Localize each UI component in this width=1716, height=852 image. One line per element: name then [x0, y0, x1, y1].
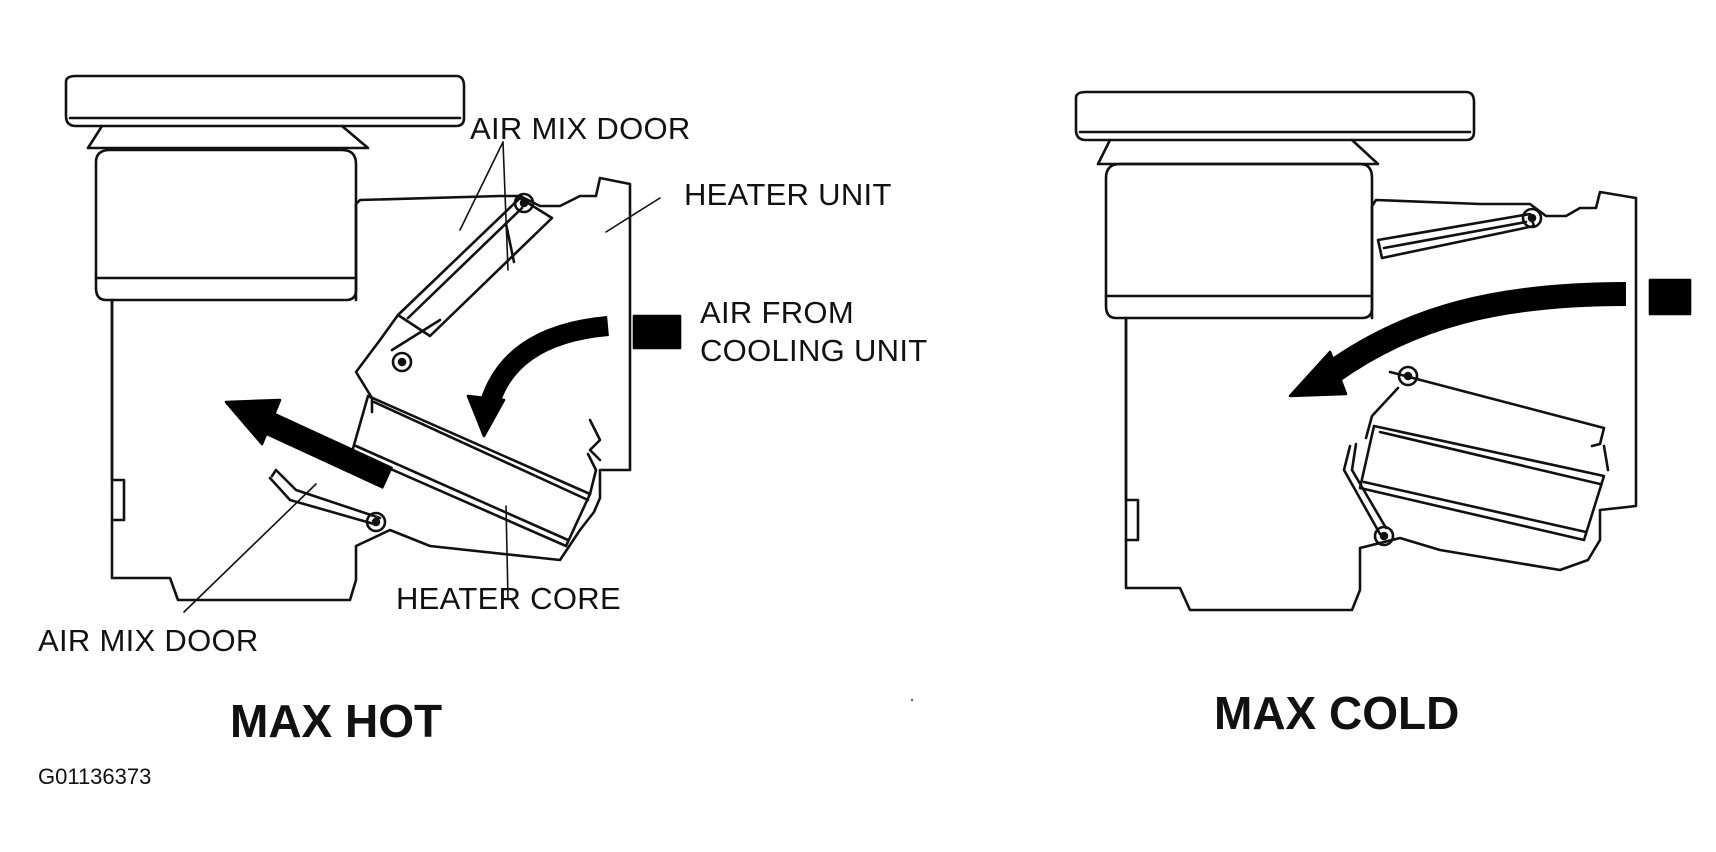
label-air-mix-door-top: AIR MIX DOOR: [470, 111, 691, 146]
max-cold-drawing: [1074, 90, 1692, 612]
label-air-mix-door-bottom: AIR MIX DOOR: [38, 623, 259, 658]
housing-outline-cold: [1124, 190, 1638, 612]
air-mix-door-upper: [354, 192, 554, 414]
top-flange-cold: [1074, 90, 1476, 166]
top-flange: [64, 74, 466, 150]
air-mix-door-upper-cold: [1376, 207, 1543, 260]
speck: [910, 698, 914, 702]
housing-notch: [588, 418, 602, 462]
housing-outline: [110, 176, 632, 602]
upper-duct-cold: [1104, 162, 1374, 320]
caption-max-hot: MAX HOT: [230, 695, 443, 747]
label-air-from: AIR FROM: [700, 295, 854, 330]
air-mix-door-lower: [268, 468, 387, 533]
bypass-air-arrow: [1288, 278, 1692, 398]
heater-core-cold: [1358, 365, 1610, 542]
outgoing-air-arrow: [224, 398, 394, 489]
label-heater-unit: HEATER UNIT: [684, 177, 892, 212]
air-mix-door-lower-cold: [1342, 442, 1395, 547]
label-heater-core: HEATER CORE: [396, 581, 621, 616]
label-cooling-unit: COOLING UNIT: [700, 333, 928, 368]
upper-duct: [94, 148, 358, 302]
figure-id: G01136373: [38, 764, 152, 789]
max-hot-drawing: [64, 74, 682, 613]
incoming-air-arrow: [466, 314, 682, 438]
housing-left-wall-cold: [1124, 316, 1140, 542]
heater-core: [350, 394, 598, 548]
caption-max-cold: MAX COLD: [1214, 687, 1460, 739]
housing-left-wall: [110, 298, 126, 522]
leader-lines-hot: [183, 141, 661, 613]
